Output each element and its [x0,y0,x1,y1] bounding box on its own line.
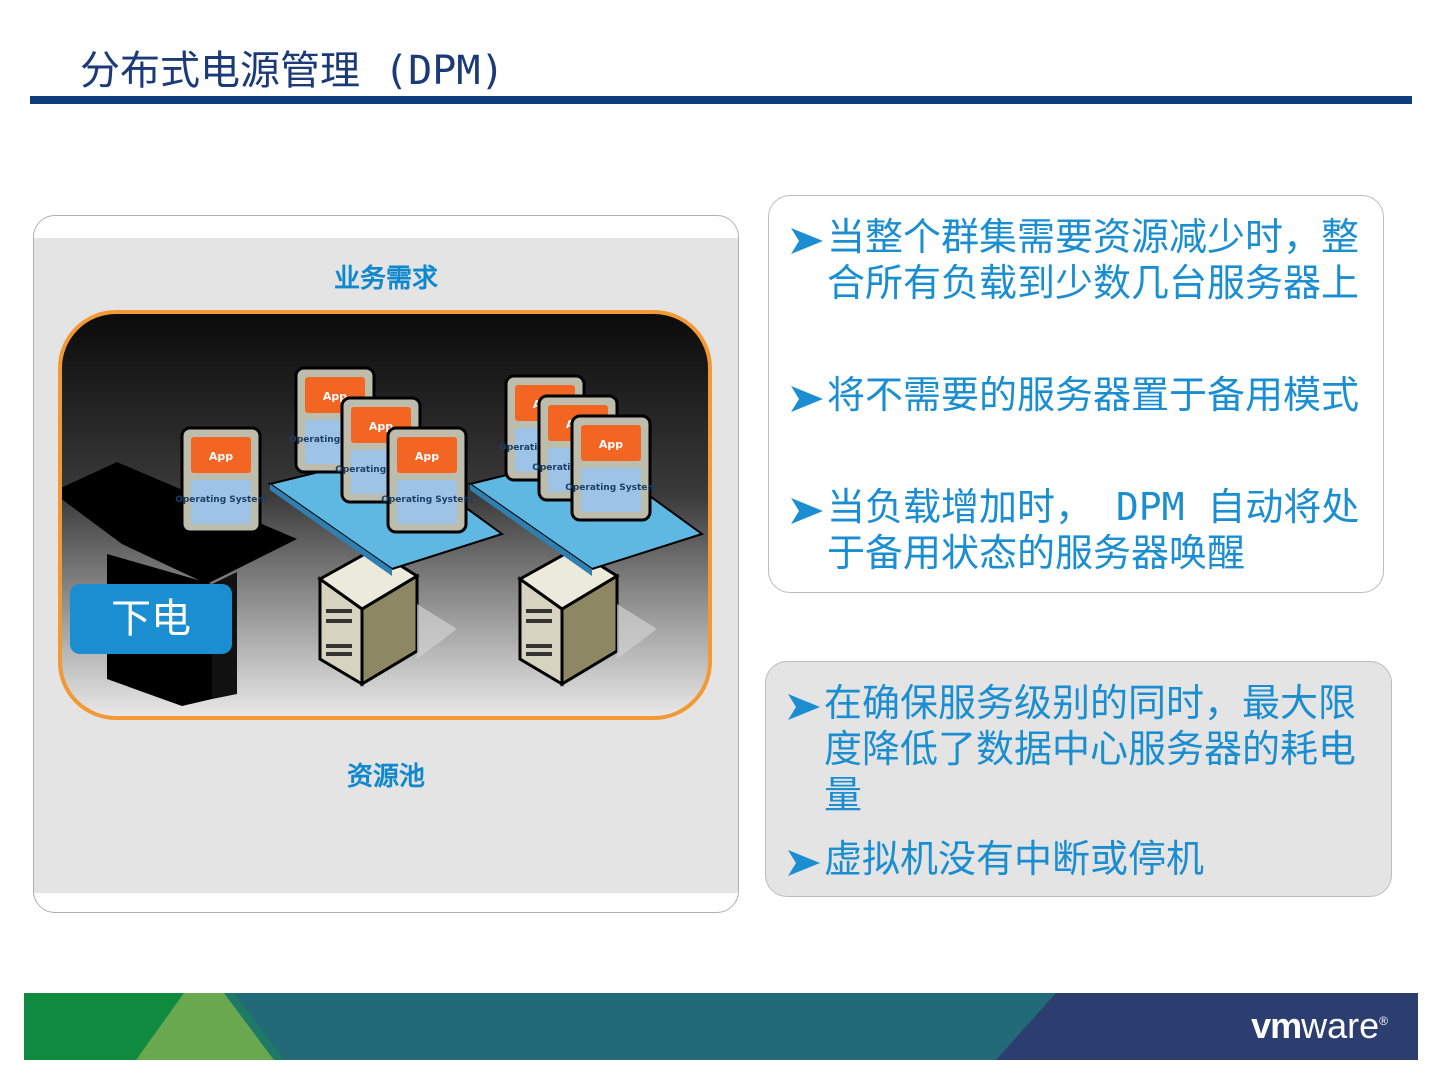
chevron-right-icon [788,850,820,876]
chevron-right-icon [791,498,823,524]
slide-title: 分布式电源管理 (DPM) [80,48,505,94]
business-demand-label: 业务需求 [333,264,438,294]
chevron-right-icon [788,694,820,720]
vmware-logo: vmware® [1251,1005,1388,1047]
logo-registered-mark: ® [1379,1014,1388,1028]
vm-os-text: Operating System [381,495,473,505]
vm-os-text: Operating System [565,483,657,493]
vm-os-text: Operating System [175,495,267,505]
chevron-right-icon [791,386,823,412]
vm-card-4: App Operating System [381,426,473,534]
vm-app-text: App [599,438,623,451]
host-2 [267,452,505,687]
vm-app-text: App [209,450,233,463]
footer-band: vmware® [24,993,1418,1060]
resource-pool: App Operating System App Operating Syste… [58,310,712,720]
bullet-item: 虚拟机没有中断或停机 [786,836,1369,882]
vm-app-text: App [415,450,439,463]
bullet-item: 在确保服务级别的同时，最大限度降低了数据中心服务器的耗电量 [786,680,1369,818]
footer-graphic [24,993,1418,1060]
vm-stack: App Operating System App Operating Syste… [175,366,657,534]
resource-diagram-panel: 业务需求 [33,215,739,913]
host-3 [467,452,705,687]
dpm-behavior-box: 当整个群集需要资源减少时，整合所有负载到少数几台服务器上 将不需要的服务器置于备… [768,195,1384,593]
logo-bold-part: vm [1251,1005,1302,1046]
vm-os-text: Operating System [289,435,381,445]
bullet-text: 虚拟机没有中断或停机 [824,837,1205,881]
logo-light-part: ware [1301,1005,1380,1046]
bullet-text: 当负载增加时， DPM 自动将处于备用状态的服务器唤醒 [827,485,1360,575]
chevron-right-icon [791,228,823,254]
resource-pool-label: 资源池 [346,762,425,792]
power-off-button[interactable]: 下电 [70,584,232,654]
vm-app-text: App [369,420,393,433]
title-underline [30,96,1412,104]
bullet-text: 将不需要的服务器置于备用模式 [827,373,1360,417]
bullet-text: 当整个群集需要资源减少时，整合所有负载到少数几台服务器上 [827,215,1360,305]
bullet-item: 当整个群集需要资源减少时，整合所有负载到少数几台服务器上 [789,214,1361,306]
bullet-item: 当负载增加时， DPM 自动将处于备用状态的服务器唤醒 [789,484,1361,576]
vm-app-text: App [323,390,347,403]
vm-os-text: Operating System [335,465,427,475]
bullet-item: 将不需要的服务器置于备用模式 [789,372,1361,418]
vm-card-7: App Operating System [565,414,657,522]
dpm-benefits-box: 在确保服务级别的同时，最大限度降低了数据中心服务器的耗电量 虚拟机没有中断或停机 [765,661,1392,897]
vm-card-1: App Operating System [175,426,267,534]
server-cluster-illustration: App Operating System App Operating Syste… [62,366,705,706]
bullet-text: 在确保服务级别的同时，最大限度降低了数据中心服务器的耗电量 [824,681,1357,817]
